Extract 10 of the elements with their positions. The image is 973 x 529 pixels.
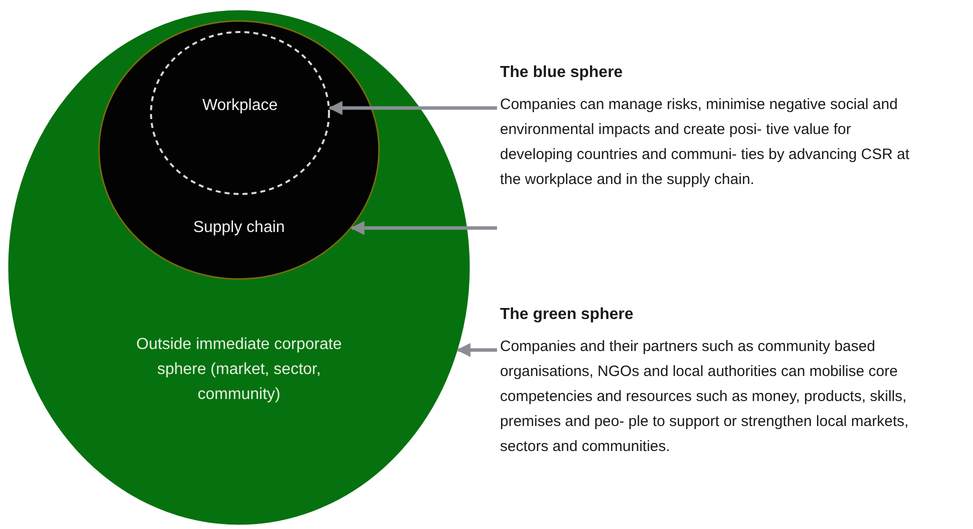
- description-paragraph: Companies can manage risks, minimise negative social and environmental impacts and create posi- tive value for developing countries and communi- ties by advancing CSR at the workplace and in the supply chain.: [500, 95, 910, 190]
- sphere-label: Workplace: [201, 96, 279, 116]
- arrow: [350, 221, 497, 235]
- description-paragraph: Companies and their partners such as community based organisations, NGOs and local authorities can mobilise core competencies and resources such as money, products, skills, premises and peo- ple to support or strengthen local markets, sectors and communities.: [500, 337, 910, 457]
- section-heading: The green sphere: [500, 306, 634, 324]
- section-heading: The blue sphere: [500, 64, 624, 82]
- sphere-label: Supply chain: [192, 218, 286, 238]
- arrow: [456, 343, 497, 357]
- arrow: [328, 101, 497, 115]
- sphere-label: Outside immediate corporate sphere (market, sector, community): [135, 335, 343, 405]
